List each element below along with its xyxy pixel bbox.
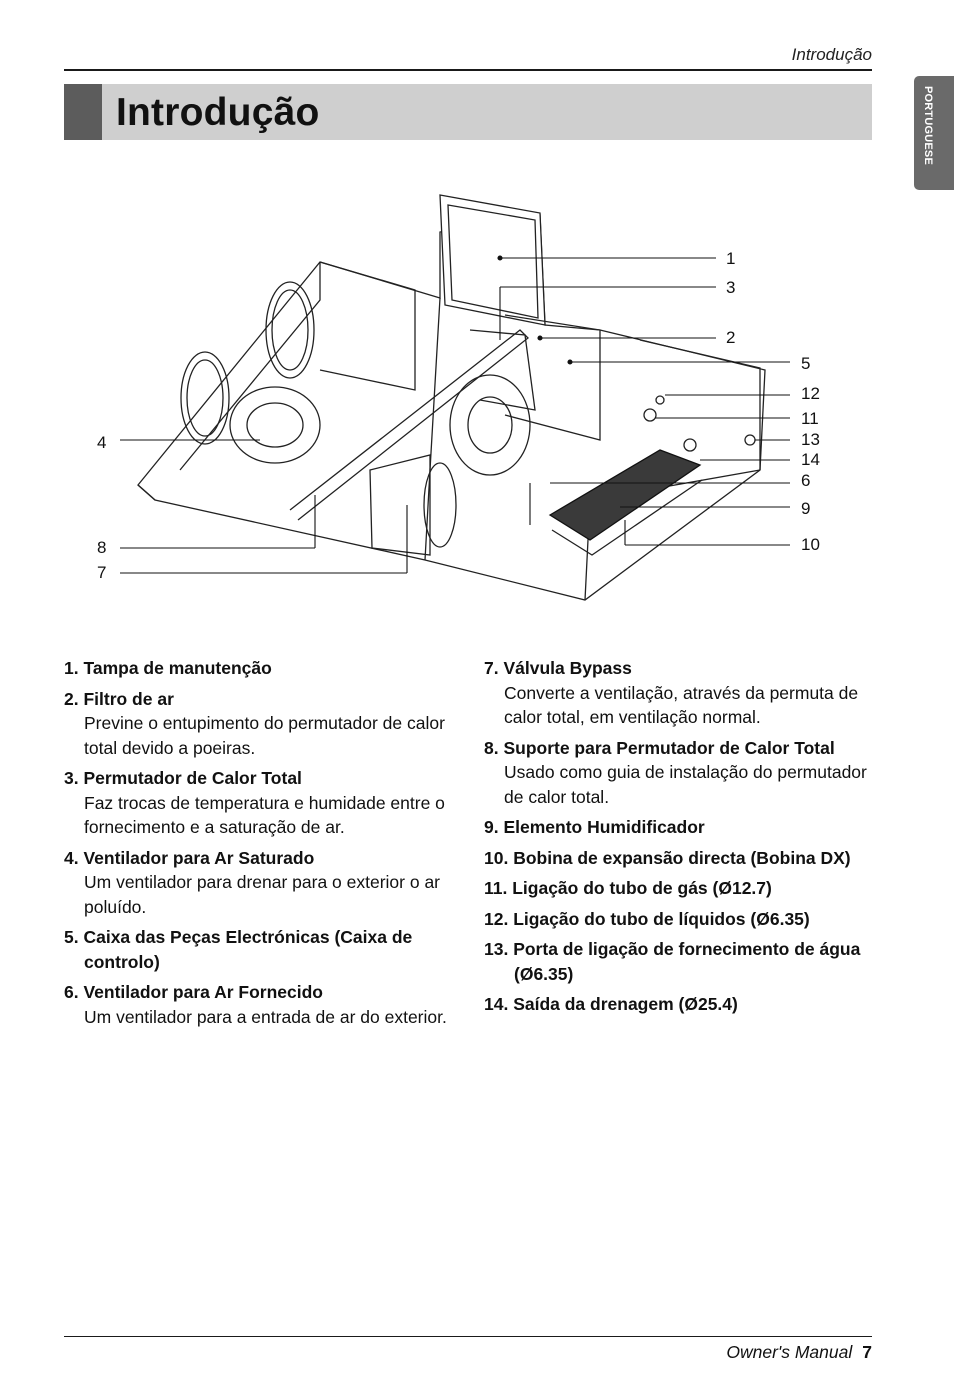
footer: Owner's Manual 7	[726, 1342, 872, 1363]
page-title: Introdução	[116, 91, 320, 134]
callout-7: 7	[97, 563, 107, 582]
list-item: 8. Suporte para Permutador de Calor Tota…	[484, 736, 884, 810]
list-item: 13. Porta de ligação de fornecimento de …	[484, 937, 884, 986]
running-header: Introdução	[791, 45, 872, 64]
item-title: 13. Porta de ligação de fornecimento de …	[484, 939, 861, 984]
callout-13: 13	[801, 430, 820, 449]
item-description: Usado como guia de instalação do permuta…	[504, 762, 867, 807]
item-description: Faz trocas de temperatura e humidade ent…	[84, 792, 445, 838]
item-title: 5. Caixa das Peças Electrónicas (Caixa d…	[64, 927, 413, 972]
item-title: 12. Ligação do tubo de líquidos (Ø6.35)	[484, 908, 810, 929]
footer-manual-label: Owner's Manual	[726, 1342, 853, 1362]
item-title: 6. Ventilador para Ar Fornecido	[64, 982, 323, 1002]
list-item: 2. Filtro de ar Previne o entupimento do…	[64, 687, 454, 761]
item-title: 8. Suporte para Permutador de Calor Tota…	[484, 737, 835, 758]
callout-5: 5	[801, 354, 811, 373]
list-item: 7. Válvula Bypass Converte a ventilação,…	[484, 656, 884, 730]
item-title: 3. Permutador de Calor Total	[64, 768, 302, 788]
title-accent-block	[64, 84, 102, 140]
language-tab-label: PORTUGUESE	[922, 86, 934, 166]
list-item: 4. Ventilador para Ar Saturado Um ventil…	[64, 846, 454, 920]
callout-1: 1	[726, 249, 736, 268]
callout-8: 8	[97, 538, 107, 557]
page-number: 7	[862, 1342, 872, 1362]
callout-6: 6	[801, 471, 811, 490]
callout-10: 10	[801, 535, 820, 554]
parts-list-left: 1. Tampa de manutenção 2. Filtro de ar P…	[64, 656, 454, 1035]
list-item: 9. Elemento Humidificador	[484, 815, 884, 840]
item-title: 4. Ventilador para Ar Saturado	[64, 847, 315, 868]
item-title: 9. Elemento Humidificador	[484, 817, 705, 837]
callout-9: 9	[801, 499, 811, 518]
item-description: Previne o entupimento do permutador de c…	[84, 713, 445, 758]
item-description: Converte a ventilação, através da permut…	[504, 682, 859, 728]
callout-4: 4	[97, 433, 107, 452]
top-rule	[64, 69, 872, 71]
list-item: 1. Tampa de manutenção	[64, 656, 454, 681]
bottom-rule	[64, 1336, 872, 1337]
item-title: 1. Tampa de manutenção	[64, 658, 272, 678]
callout-14: 14	[801, 450, 820, 469]
item-title: 7. Válvula Bypass	[484, 658, 632, 678]
language-tab: PORTUGUESE	[914, 76, 954, 190]
list-item: 14. Saída da drenagem (Ø25.4)	[484, 992, 884, 1017]
list-item: 11. Ligação do tubo de gás (Ø12.7)	[484, 876, 884, 901]
item-title: 11. Ligação do tubo de gás (Ø12.7)	[484, 878, 772, 898]
callout-11: 11	[801, 409, 819, 428]
list-item: 10. Bobina de expansão directa (Bobina D…	[484, 846, 884, 871]
item-title: 10. Bobina de expansão directa (Bobina D…	[484, 847, 851, 868]
list-item: 3. Permutador de Calor Total Faz trocas …	[64, 766, 454, 840]
item-title: 2. Filtro de ar	[64, 688, 174, 709]
title-bar: Introdução	[64, 84, 872, 140]
item-title: 14. Saída da drenagem (Ø25.4)	[484, 994, 738, 1014]
callout-3: 3	[726, 278, 736, 297]
callout-12: 12	[801, 384, 820, 403]
callout-2: 2	[726, 328, 736, 347]
list-item: 12. Ligação do tubo de líquidos (Ø6.35)	[484, 907, 884, 932]
item-description: Um ventilador para a entrada de ar do ex…	[84, 1006, 447, 1027]
list-item: 5. Caixa das Peças Electrónicas (Caixa d…	[64, 925, 454, 974]
list-item: 6. Ventilador para Ar Fornecido Um venti…	[64, 980, 454, 1029]
item-description: Um ventilador para drenar para o exterio…	[84, 872, 441, 917]
parts-list-right: 7. Válvula Bypass Converte a ventilação,…	[484, 656, 884, 1023]
unit-drawing	[120, 194, 790, 601]
unit-diagram: 1 3 2 5 12 11 13 14 6 9 10 4 8 7	[64, 180, 872, 620]
